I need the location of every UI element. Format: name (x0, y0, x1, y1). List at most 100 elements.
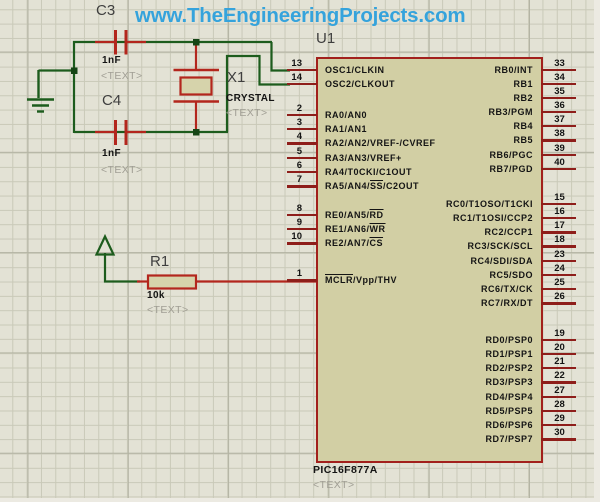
r1-ref-label: R1 (150, 253, 170, 270)
pin-14-stub[interactable] (287, 82, 317, 86)
pin-28-stub[interactable] (541, 409, 576, 413)
pin-21-stub[interactable] (541, 366, 576, 370)
pin-25-stub[interactable] (541, 287, 576, 291)
pin-38-label: RB5 (513, 135, 533, 145)
capacitor-c4[interactable] (95, 120, 146, 145)
c3-ref-label: C3 (96, 2, 116, 19)
pin-38-stub[interactable] (541, 139, 576, 142)
pin-17-stub[interactable] (541, 231, 576, 234)
pin-10-label: RE2/AN7/CS (325, 238, 384, 248)
pin-26-number: 26 (554, 291, 565, 302)
junction-dot (193, 39, 200, 46)
pin-39-stub[interactable] (541, 153, 576, 157)
pin-8-stub[interactable] (287, 213, 317, 217)
capacitor-c3[interactable] (95, 30, 146, 55)
pin-30-stub[interactable] (541, 438, 576, 441)
power-arrow-symbol[interactable] (94, 233, 116, 256)
wire-osc1-drop[interactable] (270, 42, 291, 72)
canvas-edge (0, 498, 600, 502)
pin-39-number: 39 (554, 142, 565, 154)
pin-35-stub[interactable] (541, 96, 576, 100)
c3-text-placeholder: <TEXT> (101, 70, 143, 82)
chip-ref-label: U1 (316, 30, 336, 47)
pin-30-number: 30 (554, 427, 565, 438)
r1-value-label: 10k (147, 290, 165, 301)
pin-40-stub[interactable] (541, 167, 576, 171)
pin-23-label: RC4/SDI/SDA (470, 255, 533, 266)
pin-38-number: 38 (554, 128, 565, 139)
pin-5-label: RA3/AN3/VREF+ (325, 152, 402, 163)
pin-36-stub[interactable] (541, 110, 576, 114)
c4-value-label: 1nF (102, 148, 121, 159)
pin-1-number: 1 (296, 268, 302, 279)
pin-9-stub[interactable] (287, 227, 317, 231)
pin-33-number: 33 (554, 57, 565, 69)
pin-9-label: RE1/AN6/WR (325, 223, 386, 234)
pin-23-number: 23 (554, 248, 565, 260)
pin-36-number: 36 (554, 99, 565, 111)
pin-17-number: 17 (554, 220, 565, 231)
junction-dot (193, 129, 200, 136)
pin-28-number: 28 (554, 398, 565, 410)
pin-6-stub[interactable] (287, 170, 317, 174)
pin-34-label: RB1 (513, 78, 533, 89)
pin-4-label: RA2/AN2/VREF-/CVREF (325, 138, 436, 148)
pin-33-label: RB0/INT (494, 64, 533, 75)
pin-5-stub[interactable] (287, 156, 317, 160)
pin-8-number: 8 (296, 202, 302, 214)
pin-5-number: 5 (296, 145, 302, 157)
pin-9-number: 9 (296, 216, 302, 228)
pin-3-number: 3 (296, 116, 302, 128)
pin-27-label: RD4/PSP4 (485, 391, 533, 402)
pin-15-stub[interactable] (541, 202, 576, 206)
pin-34-stub[interactable] (541, 82, 576, 86)
chip-pic16f877a-body[interactable] (316, 57, 543, 463)
pin-10-stub[interactable] (287, 242, 317, 245)
pin-23-stub[interactable] (541, 259, 576, 263)
pin-29-number: 29 (554, 412, 565, 424)
c4-ref-label: C4 (102, 92, 122, 109)
wire-osc2-jog[interactable] (226, 54, 290, 86)
pin-21-label: RD2/PSP2 (485, 362, 533, 373)
pin-27-stub[interactable] (541, 395, 576, 399)
pin-3-stub[interactable] (287, 127, 317, 131)
pin-33-stub[interactable] (541, 68, 576, 72)
pin-4-stub[interactable] (287, 142, 317, 145)
pin-25-label: RC6/TX/CK (480, 283, 533, 294)
crystal-x1[interactable] (173, 43, 220, 131)
pin-36-label: RB3/PGM (488, 106, 533, 117)
pin-2-number: 2 (296, 102, 302, 114)
pin-24-number: 24 (554, 262, 565, 274)
wires[interactable] (38, 40, 291, 283)
pin-13-stub[interactable] (287, 68, 317, 72)
chip-part-label: PIC16F877A (313, 464, 378, 476)
pin-1-stub[interactable] (287, 279, 317, 282)
wire-vcc-stem[interactable] (103, 253, 140, 283)
pin-1-label: MCLR/Vpp/THV (325, 275, 397, 285)
ground-symbol[interactable] (27, 70, 54, 113)
pin-18-stub[interactable] (541, 245, 576, 248)
pin-22-stub[interactable] (541, 381, 576, 384)
pin-29-stub[interactable] (541, 423, 576, 427)
pin-2-stub[interactable] (287, 113, 317, 117)
pin-19-number: 19 (554, 327, 565, 339)
junction-dot (71, 67, 78, 74)
c4-text-placeholder: <TEXT> (101, 164, 143, 176)
pin-20-stub[interactable] (541, 352, 576, 356)
pin-16-label: RC1/T1OSI/CCP2 (452, 212, 533, 223)
resistor-r1[interactable] (137, 274, 317, 290)
pin-18-number: 18 (554, 234, 565, 245)
pin-16-stub[interactable] (541, 216, 576, 220)
pin-26-stub[interactable] (541, 302, 576, 305)
pin-28-label: RD5/PSP5 (485, 405, 533, 416)
pin-24-stub[interactable] (541, 273, 576, 277)
pin-30-label: RD7/PSP7 (485, 434, 533, 444)
pin-7-stub[interactable] (287, 185, 317, 188)
pin-37-stub[interactable] (541, 124, 576, 128)
pin-13-label: OSC1/CLKIN (325, 64, 385, 75)
pin-21-number: 21 (554, 355, 565, 367)
pin-20-number: 20 (554, 341, 565, 353)
pin-19-stub[interactable] (541, 338, 576, 342)
pin-16-number: 16 (554, 205, 565, 217)
